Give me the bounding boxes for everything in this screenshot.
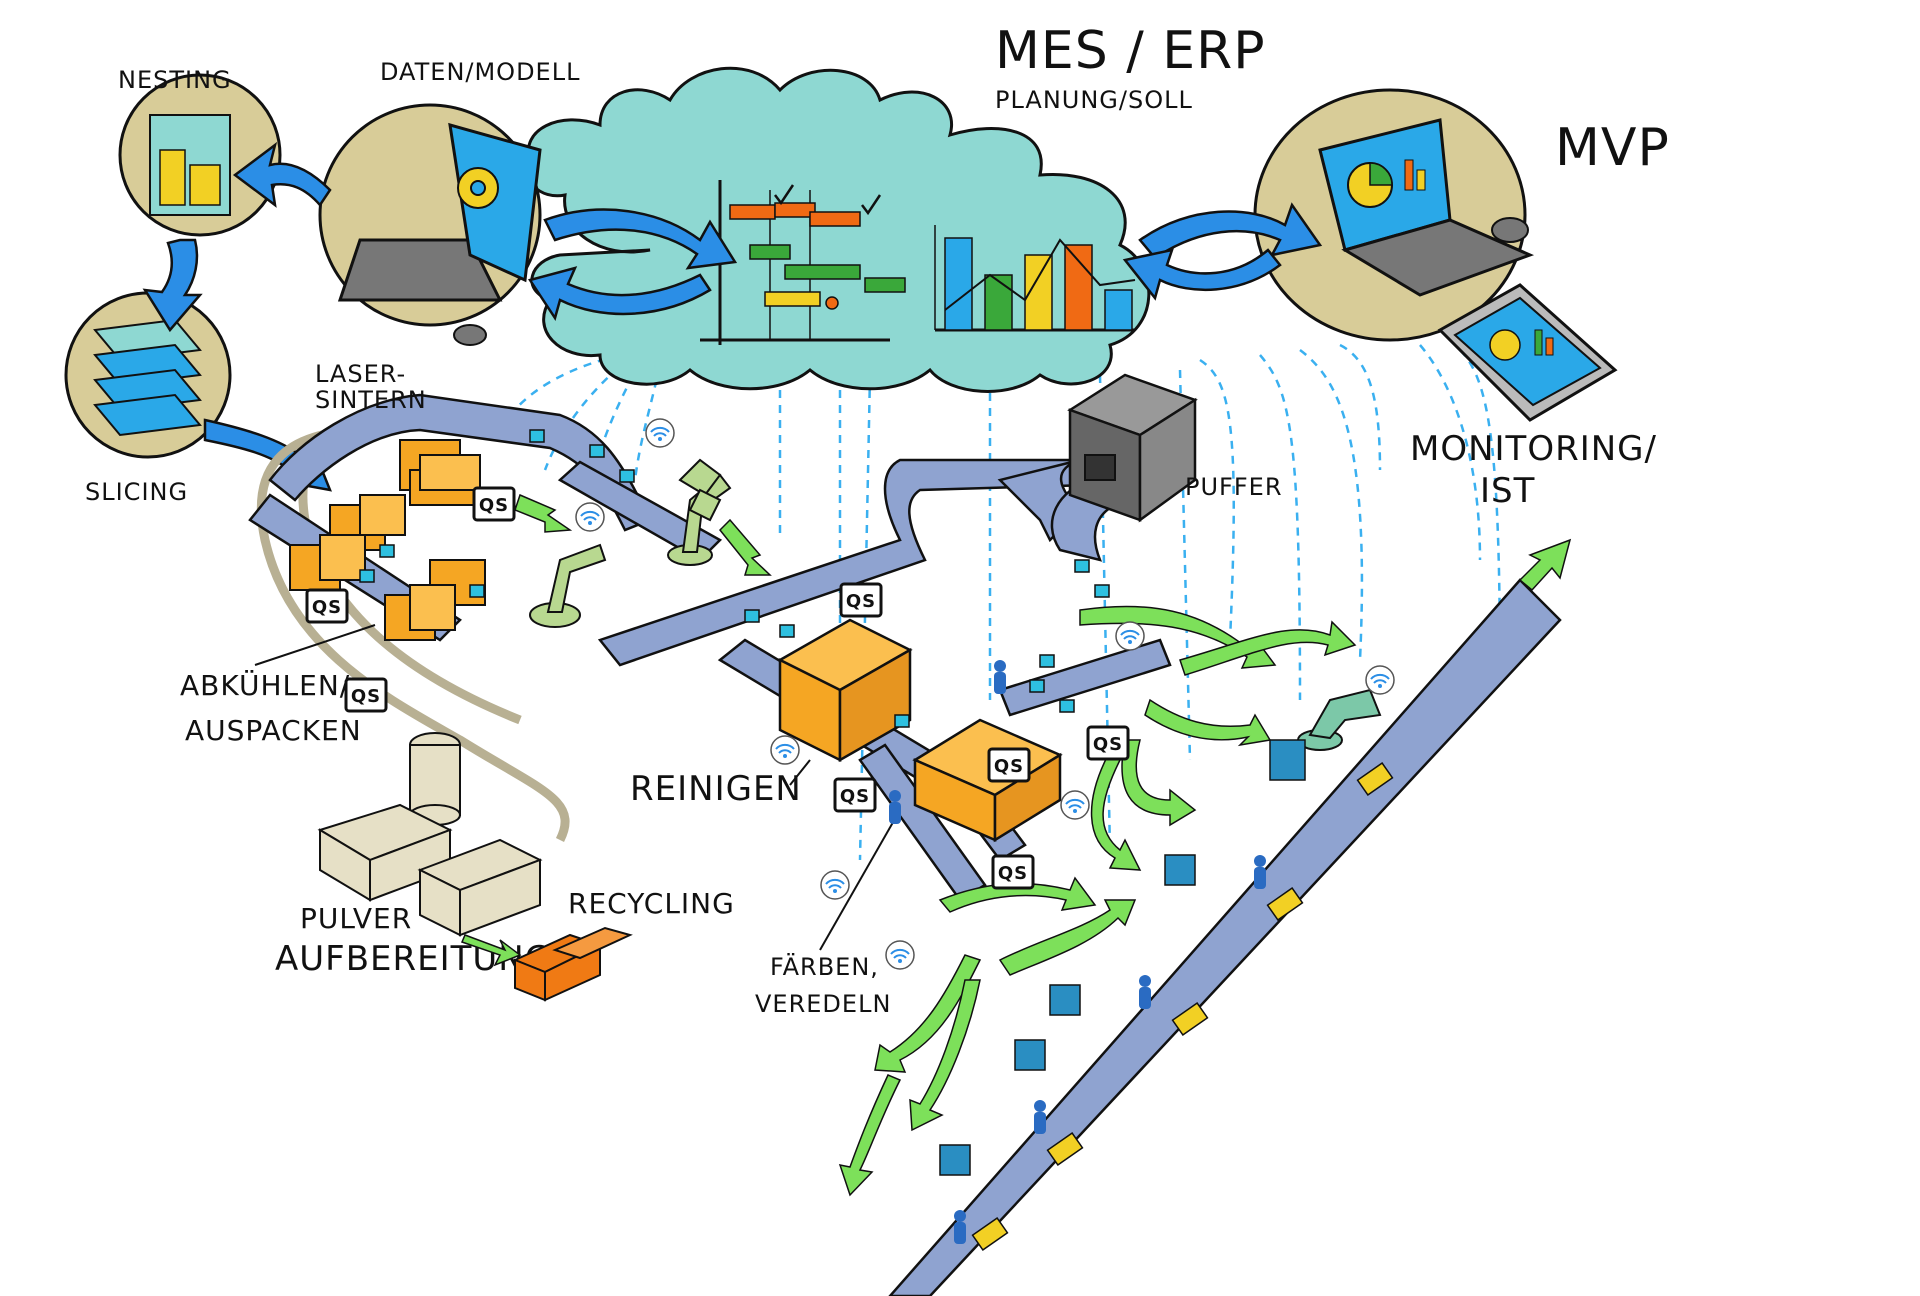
- qs-label: QS: [998, 863, 1028, 884]
- laser-label-line1: LASER-: [315, 360, 406, 388]
- pulver-label-line1: PULVER: [300, 902, 412, 935]
- mes-erp-subtitle: PLANUNG/SOLL: [995, 86, 1193, 114]
- qs-markers: QS QS QS QS QS QS QS QS: [305, 486, 1130, 890]
- flow-arrows: [514, 493, 1572, 1197]
- slicing-bubble: [64, 291, 232, 459]
- puffer-label: PUFFER: [1185, 473, 1283, 501]
- wifi-icon: [1115, 621, 1145, 651]
- gear-icon: [457, 167, 499, 209]
- pie-chart-icon: [1347, 162, 1393, 208]
- worker-icon: [889, 790, 901, 824]
- arrow-cloud-to-model: [528, 266, 712, 321]
- qs-label: QS: [312, 597, 342, 618]
- faerben-label-line2: VEREDELN: [755, 990, 891, 1018]
- worker-icon: [994, 660, 1006, 694]
- robot-arm-icon: [678, 458, 722, 522]
- arrow-mvp-to-cloud: [1122, 248, 1282, 301]
- nesting-bubble: [118, 73, 282, 237]
- mes-erp-cloud: [526, 66, 1151, 393]
- qs-label: QS: [994, 756, 1024, 777]
- arrow-model-to-cloud: [543, 208, 738, 270]
- reinigen-machine: [777, 618, 913, 763]
- worker-icon: [1139, 975, 1151, 1009]
- laser-label-line2: SINTERN: [315, 386, 427, 414]
- reinigen-label: REINIGEN: [630, 769, 802, 809]
- mes-erp-title: MES / ERP: [995, 21, 1266, 81]
- qs-label: QS: [351, 686, 381, 707]
- slicing-label: SLICING: [85, 478, 188, 506]
- laptop-icon: [1318, 118, 1535, 297]
- arrow-to-slicing: [142, 238, 203, 333]
- finished-parts: [971, 761, 1394, 1252]
- workstations: [939, 739, 1306, 1176]
- qs-label: QS: [1093, 734, 1123, 755]
- wifi-icon: [645, 418, 675, 448]
- gantt-chart-icon: [700, 180, 906, 345]
- worker-icon: [1254, 855, 1266, 889]
- arrow-cloud-to-mvp: [1138, 202, 1323, 260]
- wifi-icon: [575, 502, 605, 532]
- nesting-label: NESTING: [118, 66, 232, 94]
- monitoring-label-line1: MONITORING/: [1410, 429, 1657, 469]
- wifi-icon: [820, 870, 850, 900]
- bar-chart-icon: [934, 225, 1136, 332]
- tablet-icon: [1437, 283, 1618, 422]
- conveyors: [248, 393, 1562, 1296]
- robot-arm-icon: [667, 473, 732, 566]
- pulver-aufbereitung-unit: [317, 732, 543, 937]
- abkuehlen-label-line2: AUSPACKEN: [185, 714, 362, 747]
- laptop-icon: [337, 122, 542, 346]
- mvp-bubble: [1253, 88, 1618, 422]
- daten-modell-label: DATEN/MODELL: [380, 58, 580, 86]
- puffer-unit: [1067, 373, 1198, 523]
- qs-label: QS: [840, 786, 870, 807]
- qs-label: QS: [479, 495, 509, 516]
- wifi-icon: [885, 940, 915, 970]
- robot-arm-icon: [1297, 688, 1382, 751]
- worker-icon: [954, 1210, 966, 1244]
- abkuehlen-label-line1: ABKÜHLEN/: [180, 668, 350, 702]
- wifi-icon: [770, 735, 800, 765]
- monitoring-label-line2: IST: [1480, 471, 1535, 511]
- wifi-icon: [1060, 790, 1090, 820]
- daten-modell-bubble: [318, 103, 542, 346]
- parts: [359, 429, 1110, 728]
- robot-arm-icon: [529, 543, 607, 628]
- wifi-icon: [1365, 665, 1395, 695]
- faerben-label-line1: FÄRBEN,: [770, 952, 879, 981]
- recycling-label: RECYCLING: [568, 887, 735, 920]
- qs-label: QS: [846, 591, 876, 612]
- arrow-to-nesting: [232, 141, 332, 208]
- robot-arms: [529, 458, 1382, 751]
- mvp-label: MVP: [1555, 118, 1670, 178]
- worker-icon: [1034, 1100, 1046, 1134]
- laser-sinter-machines: [289, 439, 486, 641]
- recycling-boxes: [512, 926, 633, 1002]
